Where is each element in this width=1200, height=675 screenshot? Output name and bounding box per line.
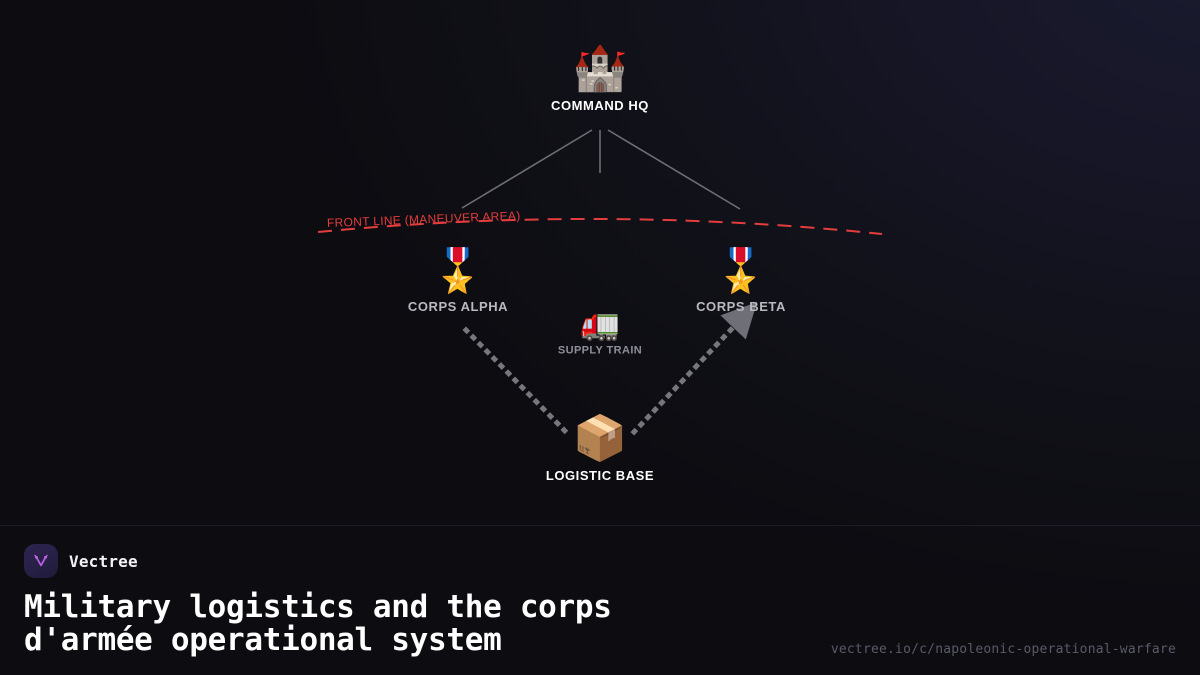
front-line-label: FRONT LINE (MANEUVER AREA) (326, 208, 521, 230)
truck-icon: 🚛 (580, 305, 620, 342)
footer-bar: Vectree Military logistics and the corps… (0, 525, 1200, 675)
military-medal-icon: 🎖️ (431, 247, 485, 294)
node-command-hq-label: COMMAND HQ (551, 98, 649, 113)
node-corps-beta[interactable]: 🎖️ CORPS BETA (696, 247, 786, 315)
edge-logistic-base-to-corps-beta (630, 302, 758, 436)
brand-name: Vectree (69, 551, 138, 571)
node-corps-alpha-label: CORPS ALPHA (407, 299, 509, 314)
diagram-canvas: FRONT LINE (MANEUVER AREA) 🏰 COMMAND HQ … (317, 44, 883, 484)
node-logistic-base[interactable]: 📦 LOGISTIC BASE (545, 414, 655, 484)
brand: Vectree (24, 544, 1176, 578)
source-url: vectree.io/c/napoleonic-operational-warf… (830, 642, 1176, 657)
page-title: Military logistics and the corps d'armée… (24, 589, 784, 659)
node-corps-beta-label: CORPS BETA (696, 299, 786, 314)
edge-hq-to-corps-beta (607, 129, 741, 210)
military-medal-icon: 🎖️ (714, 247, 768, 294)
page-title-line-1: Military logistics and the corps (24, 589, 612, 625)
node-logistic-base-label: LOGISTIC BASE (545, 468, 655, 483)
node-supply-train-label: SUPPLY TRAIN (557, 344, 643, 357)
node-command-hq[interactable]: 🏰 COMMAND HQ (551, 44, 649, 114)
vectree-logo-icon (24, 544, 58, 578)
page-title-line-2: d'armée operational system (24, 622, 502, 659)
node-supply-train[interactable]: 🚛 SUPPLY TRAIN (558, 308, 642, 357)
node-corps-alpha[interactable]: 🎖️ CORPS ALPHA (407, 247, 509, 315)
package-icon: 📦 (572, 414, 628, 463)
edge-hq-to-corps-alpha (461, 129, 593, 209)
castle-icon: 🏰 (572, 44, 628, 93)
